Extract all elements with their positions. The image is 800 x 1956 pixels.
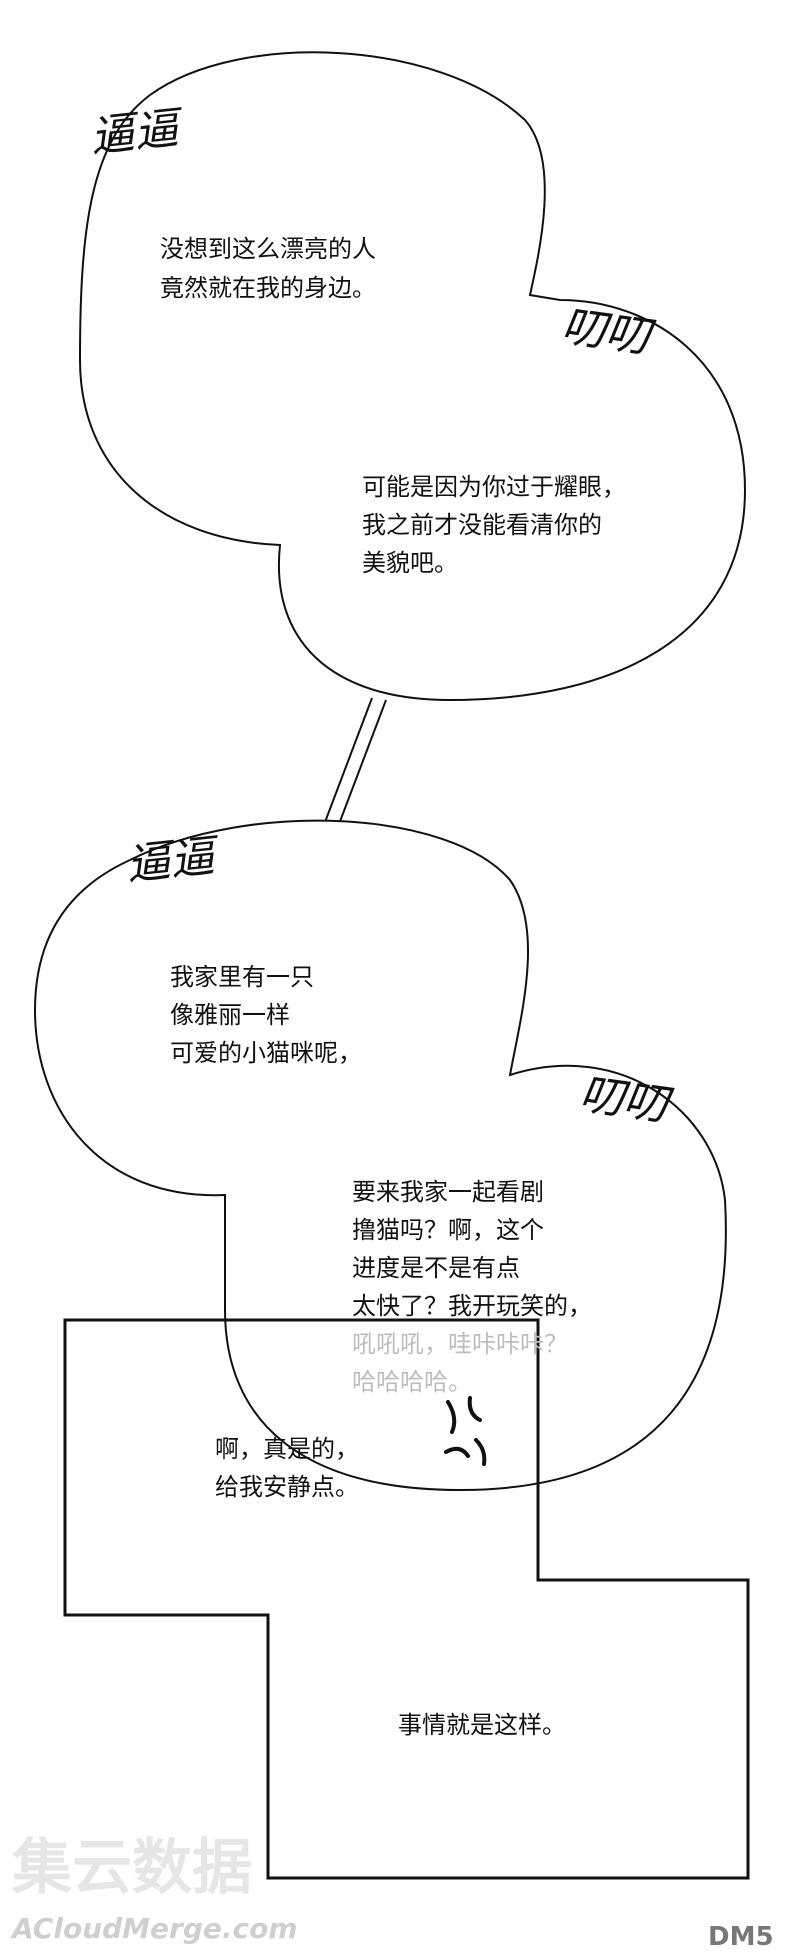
watermark-subtitle: ACloudMerge.com xyxy=(10,1912,298,1945)
bubble4-line-1: 要来我家一起看剧 xyxy=(352,1178,544,1206)
watermark-title: 集云数据 xyxy=(11,1833,252,1903)
caption-box xyxy=(63,1318,750,1880)
speech-cloud-upper xyxy=(78,51,747,702)
bubble4-line-4: 太快了？我开玩笑的， xyxy=(352,1292,592,1320)
speech-cloud-lower xyxy=(33,819,727,1492)
bubble1-line-1: 没想到这么漂亮的人 xyxy=(160,235,376,263)
sfx-bibi-1: 逼逼 xyxy=(88,102,187,163)
box-line-1: 啊，真是的， xyxy=(215,1435,359,1463)
bubble3-line-2: 像雅丽一样 xyxy=(170,1001,290,1029)
bubble1-line-2: 竟然就在我的身边。 xyxy=(160,274,376,302)
bubble2-line-3: 美貌吧。 xyxy=(362,549,458,577)
bubble3-line-1: 我家里有一只 xyxy=(170,963,314,991)
bubble4-line-3: 进度是不是有点 xyxy=(352,1254,520,1282)
bubble4-faded-line-1: 吼吼吼，哇咔咔咔？ xyxy=(352,1330,568,1358)
dm5-logo: DM5 xyxy=(708,1922,774,1952)
anger-mark-icon xyxy=(444,1396,487,1466)
box-line-2: 给我安静点。 xyxy=(215,1473,359,1501)
box-caption: 事情就是这样。 xyxy=(398,1711,566,1739)
bubble2-line-2: 我之前才没能看清你的 xyxy=(362,511,602,539)
sfx-bibi-2: 逼逼 xyxy=(124,830,223,891)
bubble-connector xyxy=(321,697,387,833)
bubble3-line-3: 可爱的小猫咪呢， xyxy=(170,1039,362,1067)
bubble4-faded-line-2: 哈哈哈哈。 xyxy=(352,1368,472,1396)
bubble4-line-2: 撸猫吗？啊，这个 xyxy=(352,1216,544,1244)
bubble2-line-1: 可能是因为你过于耀眼， xyxy=(362,473,626,501)
